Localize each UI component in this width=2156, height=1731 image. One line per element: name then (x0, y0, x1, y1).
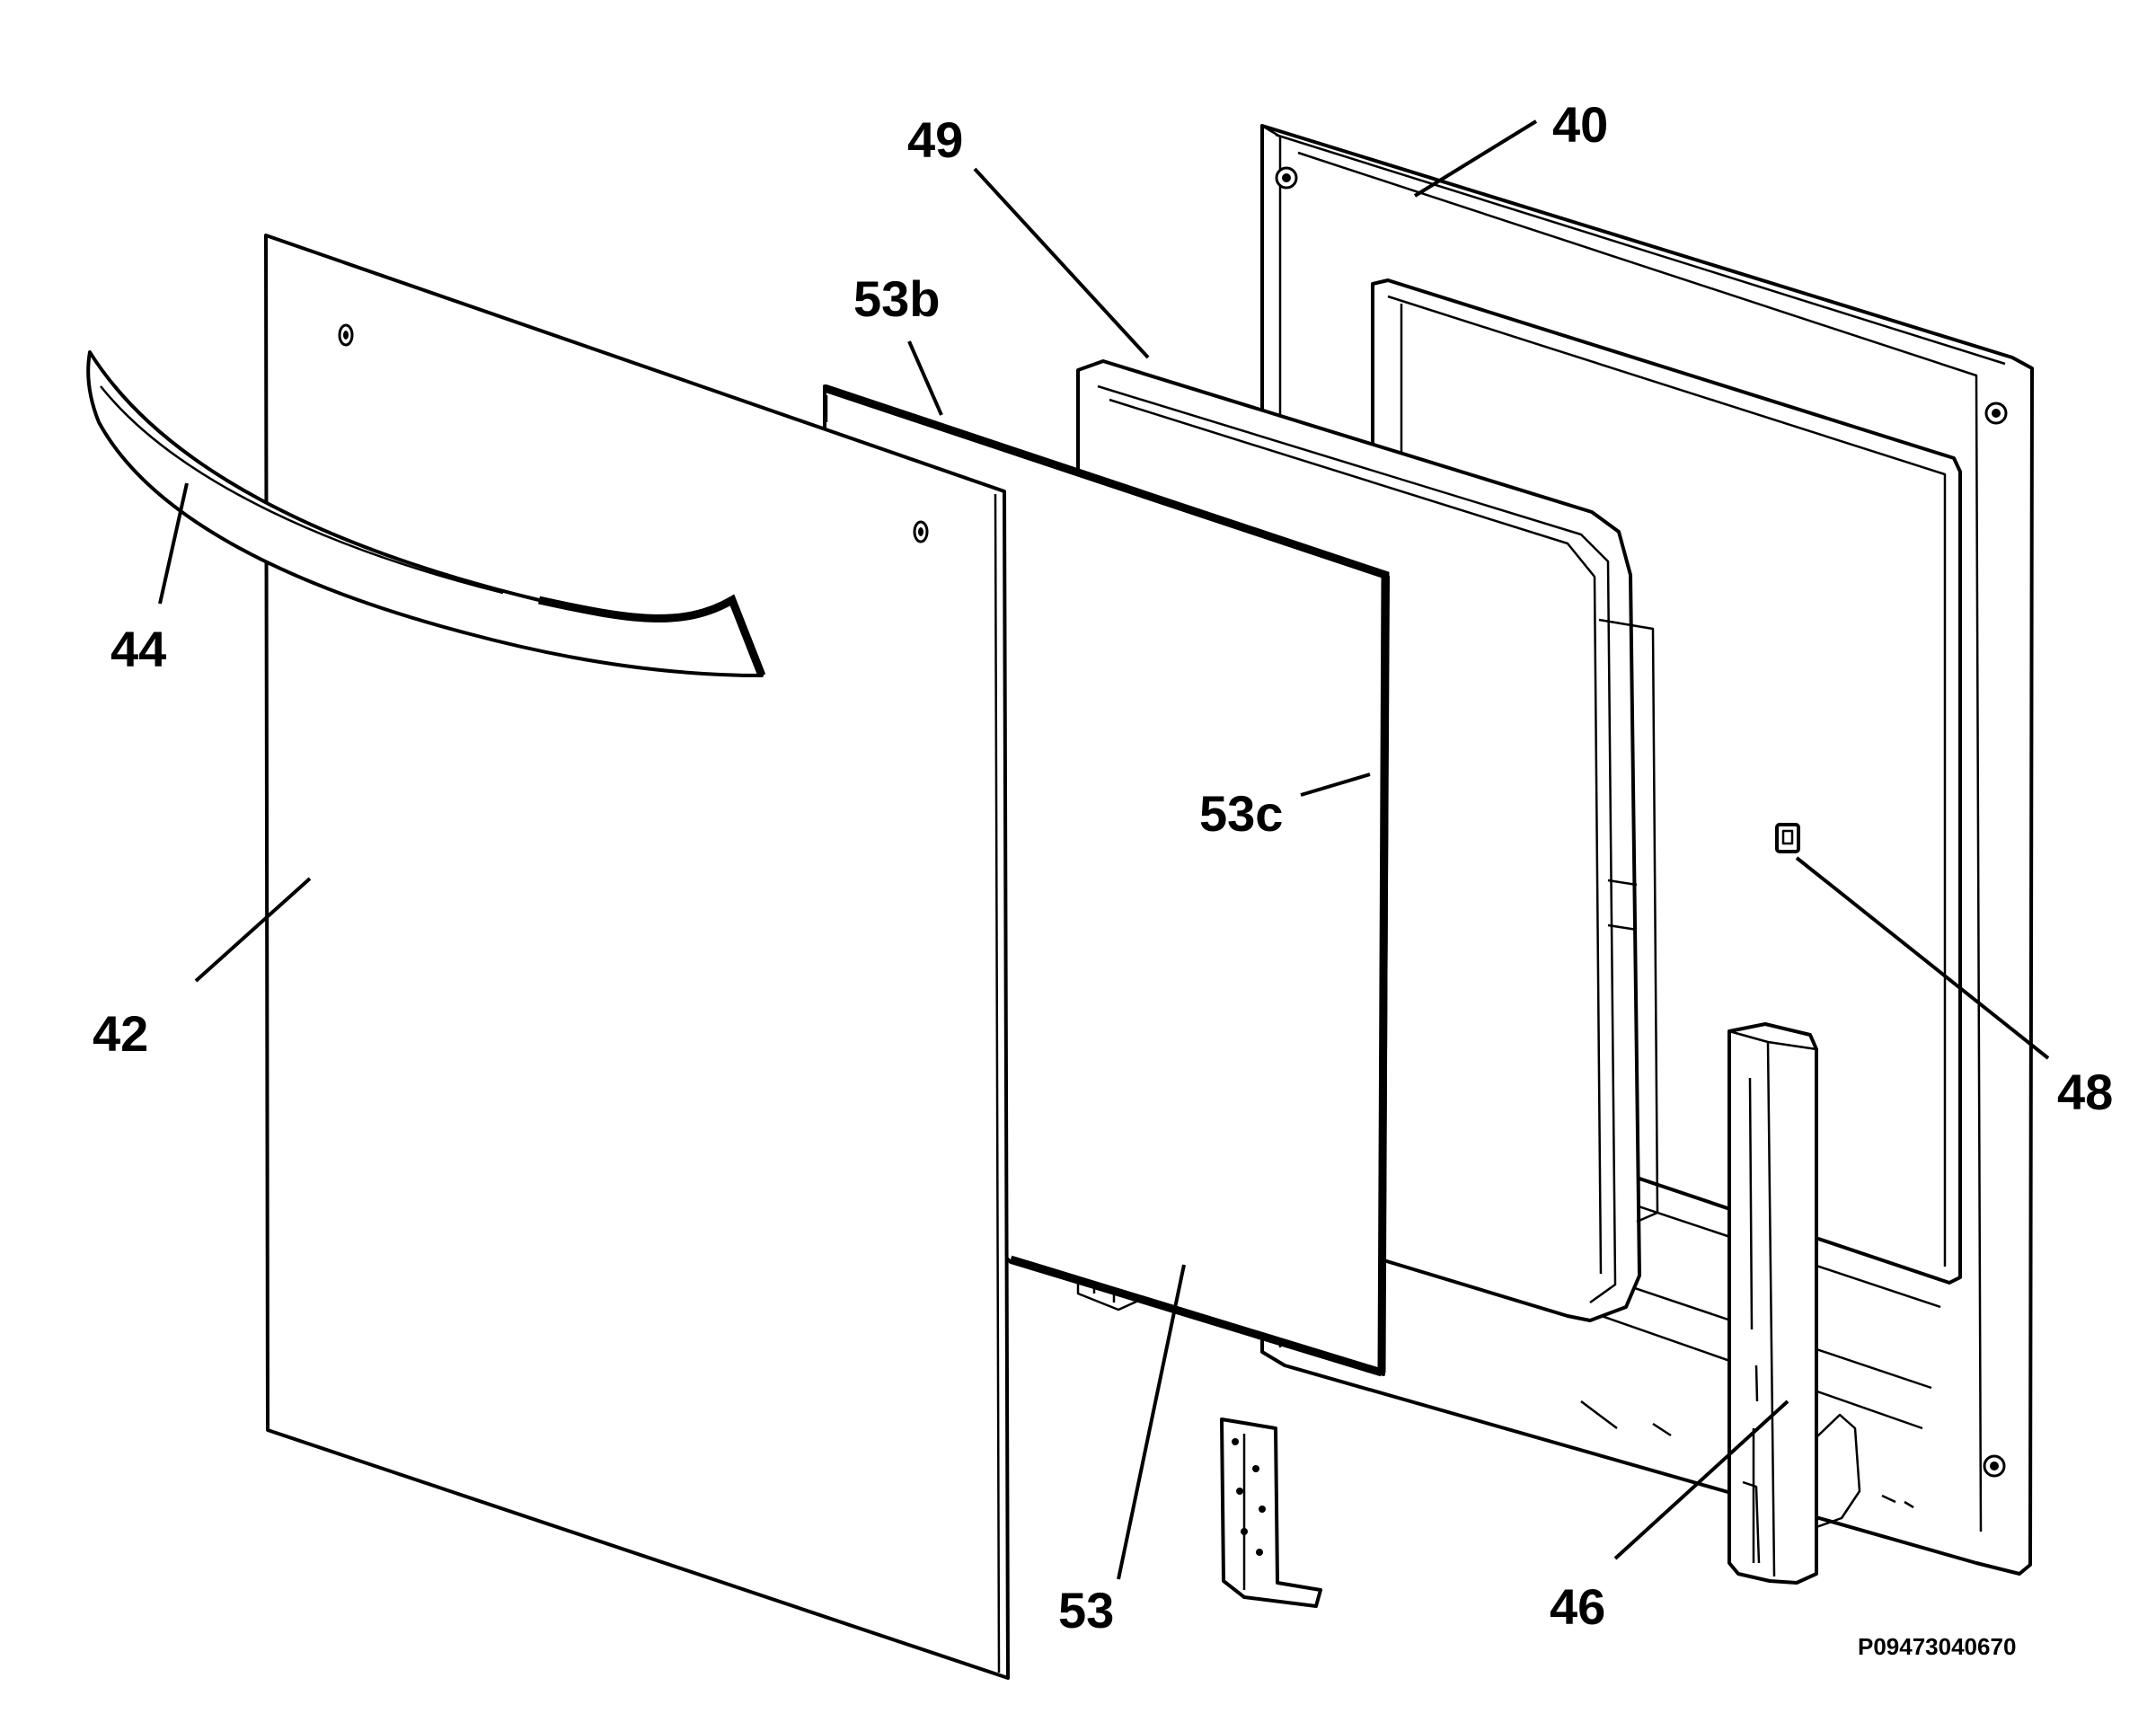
leader-53 (1117, 1264, 1186, 1580)
label-49: 49 (907, 111, 963, 168)
label-46: 46 (1550, 1578, 1605, 1635)
leader-40 (1413, 119, 1538, 198)
leader-44 (158, 482, 189, 605)
leader-53b (907, 340, 943, 416)
label-44: 44 (110, 621, 166, 677)
leader-53c (1300, 773, 1371, 797)
part-46-hinge (1727, 1022, 1861, 1585)
leader-48 (1795, 856, 2050, 1060)
part-48-clip (1775, 823, 1800, 853)
label-53b: 53b (853, 270, 941, 327)
leader-46 (1613, 1400, 1789, 1560)
label-42: 42 (93, 1005, 148, 1062)
label-53c: 53c (1199, 785, 1283, 842)
part-44-door-handle (86, 350, 766, 677)
reference-code: P09473040670 (1858, 1633, 2016, 1660)
leader-49 (973, 167, 1150, 359)
part-labels: 40 42 44 46 48 49 53 53b 53c P0947304067… (93, 96, 2113, 1660)
label-48: 48 (2057, 1064, 2113, 1120)
small-mounting-bracket (1220, 1417, 1322, 1608)
label-53: 53 (1058, 1582, 1114, 1638)
leader-lines (158, 119, 2050, 1580)
label-40: 40 (1552, 96, 1608, 153)
leader-42 (194, 877, 312, 983)
